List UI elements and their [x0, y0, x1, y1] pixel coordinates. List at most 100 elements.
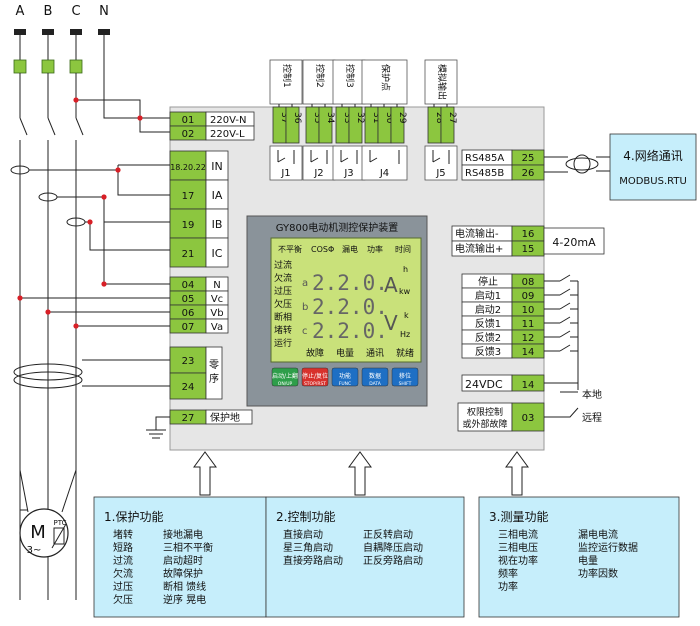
analog-range: 4-20mA: [552, 236, 596, 249]
phase-label: C: [71, 4, 80, 19]
relay-terminal-number: 34: [325, 112, 335, 124]
terminal-label: 220V-N: [210, 115, 246, 126]
lcd-bottom-label: 通讯: [366, 348, 384, 359]
twisted-pair: [573, 154, 591, 174]
wire-220v-l: [76, 99, 170, 133]
input-label: 启动2: [475, 303, 501, 316]
lcd-bottom-label: 就绪: [396, 347, 414, 359]
network-box: [609, 133, 697, 201]
motor-lead: [61, 469, 77, 513]
lcd-screen: [270, 237, 422, 363]
relay-title: 保护点: [380, 64, 392, 91]
lcd-value: 2.2.0.: [312, 319, 388, 343]
terminal-number: 06: [182, 308, 195, 319]
terminal-label: IC: [212, 247, 223, 260]
relay-title-box: [361, 59, 408, 105]
function-item: 功率: [498, 580, 518, 593]
phase-label: N: [99, 4, 109, 19]
input-number: 09: [522, 291, 535, 302]
lcd-left-label: 欠压: [274, 298, 292, 310]
terminal-number: 05: [182, 294, 195, 305]
device-button-label: 移位: [399, 372, 411, 380]
lcd-top-label: 不平衡: [278, 244, 302, 254]
terminal-number: 18.20.22: [170, 163, 206, 172]
rs485-number: 26: [522, 168, 535, 179]
function-item: 功率因数: [578, 567, 618, 580]
rs485-label: RS485A: [465, 153, 504, 164]
lcd-bottom-label: 故障: [306, 347, 324, 359]
function-item: 星三角启动: [283, 541, 333, 554]
function-panel-title: 1.保护功能: [104, 510, 163, 524]
terminal-number: 19: [182, 220, 195, 231]
terminal-label-cell: [205, 409, 253, 425]
relay-title-box: [269, 59, 303, 105]
remote-ctrl-label: 权限控制: [467, 406, 503, 418]
wire-ib: [57, 196, 170, 223]
relay-title: 模拟输出: [436, 64, 448, 100]
analog-label: 电流输出+: [455, 242, 503, 255]
function-item: 故障保护: [163, 567, 203, 580]
function-item: 直接旁路启动: [283, 554, 343, 567]
junction-dot: [101, 194, 107, 200]
zero-sequence-ct: [13, 371, 83, 389]
motor-ptc-label: PTC: [54, 519, 67, 527]
input-switch: [559, 316, 571, 324]
ptc-sensor: [51, 523, 67, 549]
terminal-number: 21: [182, 249, 195, 260]
terminal-number: 04: [182, 280, 195, 291]
function-item: 堵转: [113, 528, 133, 541]
input-switch: [559, 344, 571, 352]
terminal-number: 02: [182, 129, 195, 140]
terminal-label-cell: [205, 346, 223, 400]
lcd-unit-small: kw: [399, 287, 411, 296]
junction-dot: [17, 295, 23, 301]
input-switch: [559, 302, 571, 310]
relay-terminal-number: 37: [279, 112, 289, 123]
terminal-label: 零: [209, 359, 219, 371]
terminal-label: Vb: [210, 308, 223, 319]
phase-label: B: [44, 4, 53, 19]
relay-label: J5: [435, 168, 445, 179]
wire-n: [103, 210, 170, 285]
wire-ground: [155, 416, 170, 430]
input-switch: [559, 330, 571, 338]
function-item: 欠压: [113, 593, 133, 606]
relay-contact-box: [269, 145, 303, 181]
terminal-label: Va: [211, 322, 223, 333]
contactor-contact: [19, 117, 28, 136]
lcd-left-label: 断相: [274, 311, 292, 323]
rs485-number: 25: [522, 153, 535, 164]
up-arrow: [348, 451, 372, 496]
analog-number: 16: [522, 229, 535, 240]
relay-label: J3: [343, 168, 353, 179]
analog-number: 15: [522, 244, 535, 255]
function-item: 欠流: [113, 567, 133, 580]
relay-label: J1: [280, 168, 290, 179]
device-button-sublabel: ON/UP: [278, 381, 293, 387]
lcd-top-label: COSΦ: [311, 245, 334, 254]
network-protocol: MODBUS.RTU: [619, 176, 687, 187]
lcd-top-label: 功率: [367, 244, 383, 254]
lcd-unit-big: A: [384, 273, 398, 297]
dc24-label: 24VDC: [465, 378, 503, 391]
phase-terminal-cap: [14, 29, 26, 35]
input-label: 启动1: [475, 289, 501, 302]
device-button-label: 停止/复位: [302, 372, 328, 380]
device-button-face: [271, 367, 299, 387]
relay-contact-box: [302, 145, 336, 181]
function-item: 逆序 晃电: [163, 593, 206, 606]
relay-terminal-number: 31: [371, 112, 381, 123]
lcd-value: 2.2.0.: [312, 295, 388, 319]
analog-range-box: [543, 227, 605, 255]
relay-terminal-number: 27: [447, 112, 457, 123]
lcd-left-label: 欠流: [274, 272, 292, 284]
terminal-number: 01: [182, 115, 195, 126]
motor-label: M: [30, 522, 46, 543]
device-button-sublabel: DATA: [369, 381, 382, 387]
relay-title: 控制3: [344, 64, 356, 88]
